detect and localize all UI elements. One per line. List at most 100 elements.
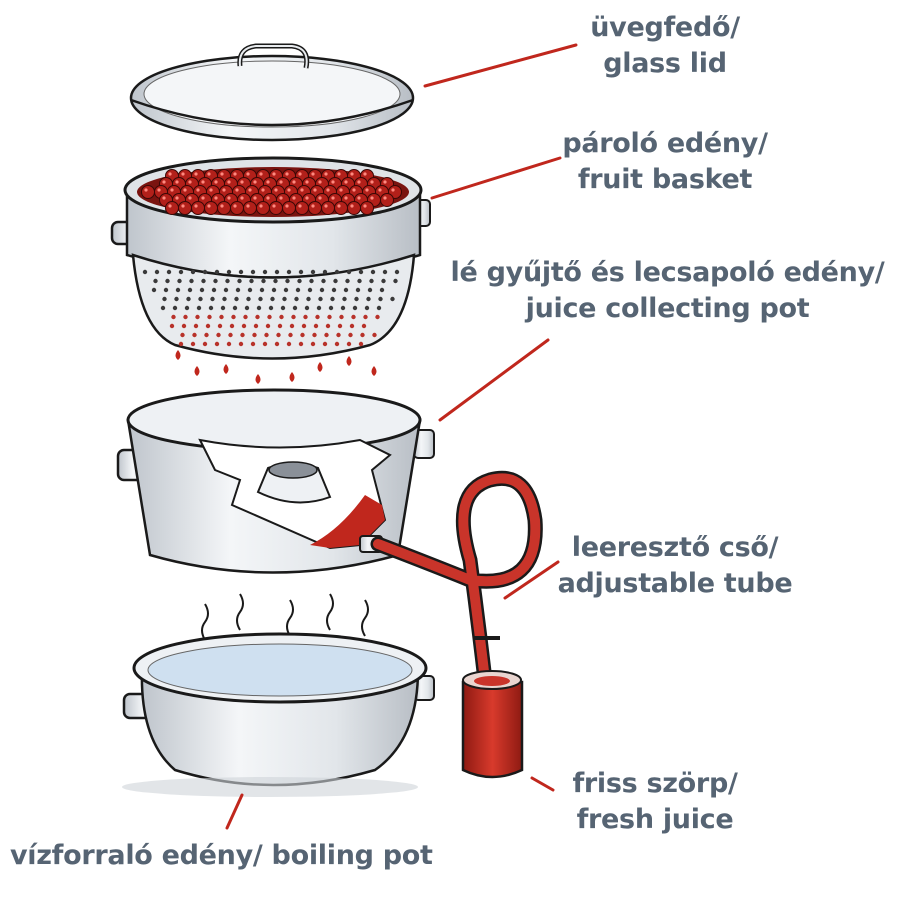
perforation xyxy=(232,305,238,311)
perforation xyxy=(217,323,223,329)
perforation xyxy=(184,305,190,311)
perforation xyxy=(177,278,182,284)
perforation xyxy=(226,341,232,347)
perforation xyxy=(154,269,160,275)
label-fresh-juice: friss szörp/ fresh juice xyxy=(540,766,770,838)
perforation xyxy=(249,278,254,284)
fresh-juice-bottle xyxy=(461,670,524,779)
berry-highlight xyxy=(170,188,174,192)
berry-highlight xyxy=(383,180,387,184)
berry-highlight xyxy=(233,204,237,208)
berry-highlight xyxy=(305,180,309,184)
berry-highlight xyxy=(207,172,211,176)
perforation xyxy=(345,278,350,284)
perforation xyxy=(390,296,395,302)
berry-highlight xyxy=(279,180,283,184)
berry-highlight xyxy=(365,188,369,192)
berry-highlight xyxy=(357,196,361,200)
berry xyxy=(347,201,361,215)
juice-drop xyxy=(194,366,200,376)
perforation xyxy=(280,305,286,311)
leader-tube xyxy=(503,560,560,600)
berry-highlight xyxy=(246,172,250,176)
perforation xyxy=(321,278,326,284)
berry-highlight xyxy=(305,196,309,200)
perforation xyxy=(286,269,292,275)
perforation xyxy=(270,296,275,302)
juice-drop xyxy=(289,372,295,382)
perforation xyxy=(366,296,371,302)
perforation xyxy=(160,305,166,311)
perforation xyxy=(171,314,176,320)
berry-highlight xyxy=(318,196,322,200)
perforation xyxy=(322,341,328,347)
perforation xyxy=(202,341,208,347)
perforation xyxy=(277,323,283,329)
perforation xyxy=(241,323,247,329)
berry-highlight xyxy=(181,204,185,208)
perforation xyxy=(360,332,365,338)
berry-highlight xyxy=(162,180,166,184)
berry-highlight xyxy=(378,188,382,192)
perforation xyxy=(378,296,383,302)
berry-highlight xyxy=(363,172,367,176)
berry xyxy=(380,193,394,207)
berry-highlight xyxy=(274,188,278,192)
perforation xyxy=(142,269,148,275)
berry-highlight xyxy=(201,180,205,184)
berry-highlight xyxy=(337,204,341,208)
berry-highlight xyxy=(227,180,231,184)
perforation xyxy=(244,305,250,311)
juice-drop xyxy=(255,374,261,384)
label-adjustable-tube-en: adjustable tube xyxy=(557,568,793,599)
berry-highlight xyxy=(298,204,302,208)
perforation xyxy=(292,305,298,311)
berry-highlight xyxy=(259,204,263,208)
perforation xyxy=(312,332,317,338)
perforation xyxy=(357,278,362,284)
berry-highlight xyxy=(363,204,367,208)
berry xyxy=(204,201,218,215)
berry-highlight xyxy=(188,196,192,200)
perforation xyxy=(288,332,293,338)
berry-highlight xyxy=(370,180,374,184)
berry-highlight xyxy=(220,204,224,208)
perforation xyxy=(195,314,200,320)
berry xyxy=(256,201,270,215)
perforation xyxy=(210,296,215,302)
berry-highlight xyxy=(324,204,328,208)
berry-highlight xyxy=(300,188,304,192)
berry xyxy=(217,201,231,215)
perforation xyxy=(370,269,376,275)
perforation xyxy=(220,305,226,311)
berry-highlight xyxy=(261,188,265,192)
berry-highlight xyxy=(391,188,395,192)
perforation xyxy=(355,287,361,293)
perforation xyxy=(231,314,236,320)
perforation xyxy=(178,341,184,347)
berry-highlight xyxy=(337,172,341,176)
perforation xyxy=(301,323,307,329)
perforation xyxy=(262,269,268,275)
perforation xyxy=(169,323,175,329)
perforation xyxy=(219,314,224,320)
perforation xyxy=(178,269,184,275)
perforation xyxy=(322,269,328,275)
perforation xyxy=(192,332,197,338)
berry-highlight xyxy=(168,204,172,208)
perforation xyxy=(199,287,205,293)
juice-drop xyxy=(346,356,352,366)
perforation xyxy=(190,341,196,347)
perforation xyxy=(238,341,244,347)
perforation xyxy=(298,341,304,347)
berry xyxy=(308,201,322,215)
berry-highlight xyxy=(311,204,315,208)
berry-highlight xyxy=(292,196,296,200)
perforation xyxy=(279,314,284,320)
perforation xyxy=(214,269,220,275)
juice-drop xyxy=(317,362,323,372)
label-juice-collecting-pot: lé gyűjtő és lecsapoló edény/ juice coll… xyxy=(440,255,895,327)
perforation xyxy=(363,314,368,320)
perforation xyxy=(303,314,308,320)
perforation xyxy=(324,332,329,338)
